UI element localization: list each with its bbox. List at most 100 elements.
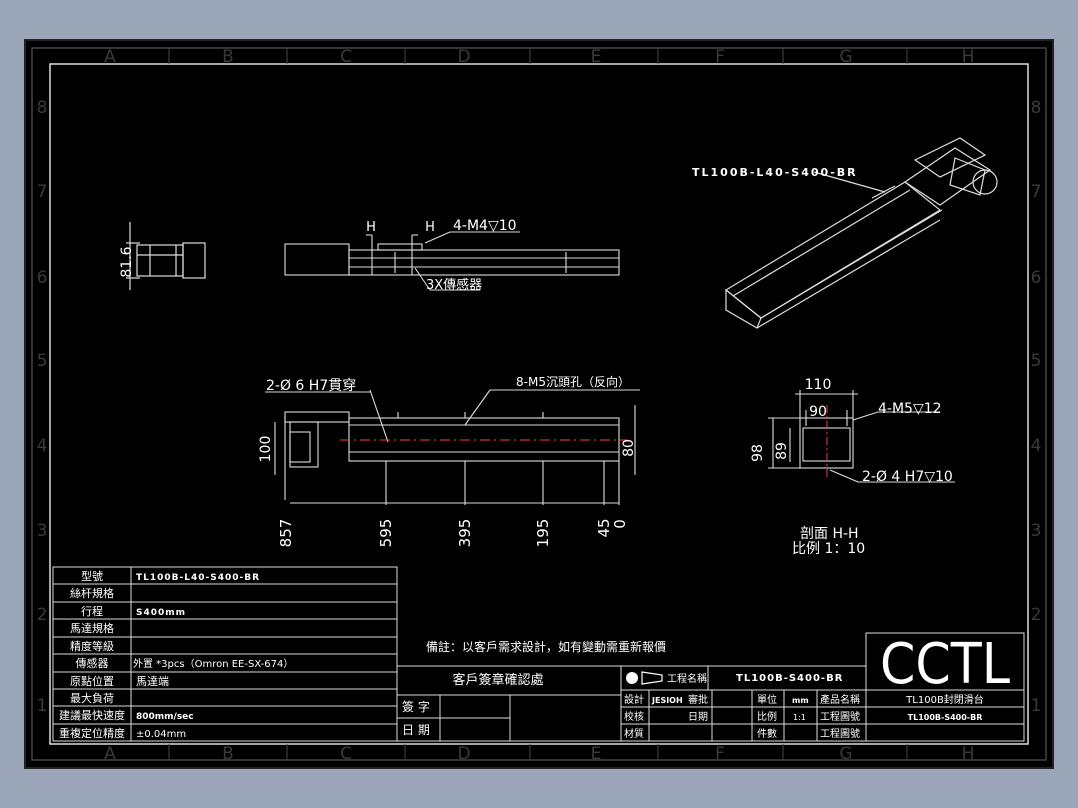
row-label-right-7: 7 (1031, 182, 1042, 202)
tb-product-name-value: TL100B封閉滑台 (905, 693, 984, 706)
front-tick-labels: 857 595 395 195 45 0 (277, 518, 629, 547)
row-label-right-8: 8 (1031, 98, 1042, 118)
tb-design-label: 設計 (624, 693, 644, 706)
isometric-view (724, 137, 998, 329)
spec-label: 行程 (81, 605, 103, 618)
confirm-box-title: 客戶簽章確認處 (452, 672, 543, 688)
logo-text: CCTL (880, 632, 1010, 697)
spec-value: 馬達端 (136, 675, 169, 688)
col-label-bottom-d: D (457, 744, 470, 764)
row-label-left-5: 5 (37, 351, 48, 371)
spec-table-grid (52, 566, 398, 742)
tb-scale-label: 比例 (757, 710, 777, 723)
col-label-top-e: E (591, 47, 602, 67)
row-label-right-2: 2 (1031, 605, 1042, 625)
counterbore-callout: 8-M5沉頭孔（反向） (516, 374, 630, 389)
tb-scale-value: 1:1 (793, 713, 806, 722)
col-label-top-b: B (222, 47, 234, 67)
col-label-bottom-f: F (715, 744, 725, 764)
spec-table: 型號 TL100B-L40-S400-BR 絲杆規格 行程 S400mm 馬達規… (59, 569, 293, 740)
spec-value: 800mm/sec (136, 712, 194, 722)
tick-595: 595 (377, 519, 395, 548)
tick-0: 0 (611, 519, 629, 529)
confirm-date-label: 日 期 (402, 723, 430, 737)
col-label-bottom-b: B (222, 744, 234, 764)
spec-value: S400mm (136, 608, 186, 618)
spec-label: 重複定位精度 (59, 726, 125, 740)
col-label-top-h: H (962, 47, 975, 67)
tb-product-name-label: 產品名稱 (820, 693, 860, 706)
tb-qty-label: 件數 (757, 727, 777, 740)
through-hole-callout: 2-Ø 6 H7貫穿 (266, 378, 356, 394)
section-height-89: 89 (774, 442, 790, 460)
front-view (265, 389, 640, 505)
section-scale: 比例 1：10 (792, 541, 865, 557)
spec-value: TL100B-L40-S400-BR (136, 573, 260, 583)
section-width-110: 110 (805, 377, 832, 393)
sensor-callout: 3X傳感器 (426, 277, 482, 293)
row-label-right-1: 1 (1031, 696, 1042, 716)
row-label-right-4: 4 (1031, 436, 1042, 456)
tb-date-label: 日期 (688, 711, 708, 723)
isometric-model-label: TL100B-L40-S400-BR (692, 166, 858, 179)
design-note: 備註：以客戶需求設計，如有變動需重新報價 (426, 639, 666, 654)
tick-45: 45 (595, 518, 613, 537)
top-view (284, 231, 620, 291)
front-height-100: 100 (258, 436, 274, 463)
tick-195: 195 (534, 519, 552, 548)
spec-value: 外置 *3pcs（Omron EE-SX-674） (133, 658, 293, 670)
spec-label: 絲杆規格 (70, 586, 114, 600)
col-label-bottom-h: H (962, 744, 975, 764)
title-block-grid (620, 632, 1025, 742)
tb-drawing-code-label: 工程圖號 (820, 710, 860, 723)
tick-857: 857 (277, 519, 295, 548)
confirm-box-grid (396, 665, 622, 742)
row-label-right-6: 6 (1031, 268, 1042, 288)
end-view (126, 222, 206, 290)
sheet-border (31, 47, 1047, 761)
col-label-top-a: A (104, 47, 116, 67)
col-label-top-d: D (457, 47, 470, 67)
tb-design-value: JESIOH (651, 696, 683, 705)
section-m5-callout: 4-M5▽12 (878, 401, 942, 417)
tb-check-label: 校核 (624, 710, 644, 723)
spec-label: 原點位置 (70, 674, 114, 688)
section-mark-right: H (425, 220, 435, 235)
row-label-left-8: 8 (37, 98, 48, 118)
section-width-90: 90 (809, 404, 827, 420)
tb-unit-label: 單位 (757, 693, 777, 706)
section-mark-left: H (366, 220, 376, 235)
projection-circle-icon (626, 672, 638, 684)
row-label-left-7: 7 (37, 182, 48, 202)
col-label-bottom-g: G (839, 744, 852, 764)
tb-unit-value: mm (792, 696, 809, 705)
row-label-left-2: 2 (37, 605, 48, 625)
spec-label: 傳感器 (76, 657, 109, 670)
row-label-left-3: 3 (37, 521, 48, 541)
col-label-bottom-e: E (591, 744, 602, 764)
border-zone-labels: A B C D E F G H A B C D E F G H 8 7 6 5 … (37, 47, 1042, 764)
spec-label: 最大負荷 (70, 691, 114, 705)
col-label-top-f: F (715, 47, 725, 67)
row-label-left-1: 1 (37, 696, 48, 716)
tb-approve-label: 審批 (688, 693, 708, 706)
tb-drawing-label: 工程圖號 (820, 727, 860, 740)
row-label-left-4: 4 (37, 436, 48, 456)
spec-label: 精度等級 (70, 639, 114, 653)
confirm-sign-label: 簽 字 (402, 699, 430, 714)
col-label-bottom-a: A (104, 744, 116, 764)
tb-drawing-no: TL100B-S400-BR (736, 673, 843, 684)
zone-divider-ticks (168, 48, 908, 760)
row-label-right-5: 5 (1031, 351, 1042, 371)
drawing-sheet (24, 39, 1054, 769)
top-hole-callout: 4-M4▽10 (453, 218, 517, 234)
tick-395: 395 (456, 519, 474, 548)
tb-material-label: 材質 (624, 727, 644, 740)
row-label-left-6: 6 (37, 268, 48, 288)
section-pin-callout: 2-Ø 4 H7▽10 (862, 469, 953, 485)
projection-cone-icon (641, 671, 663, 685)
section-title: 剖面 H-H (800, 526, 859, 542)
tb-drawing-code-value: TL100B-S400-BR (908, 713, 983, 722)
spec-label: 建議最快速度 (59, 708, 125, 722)
